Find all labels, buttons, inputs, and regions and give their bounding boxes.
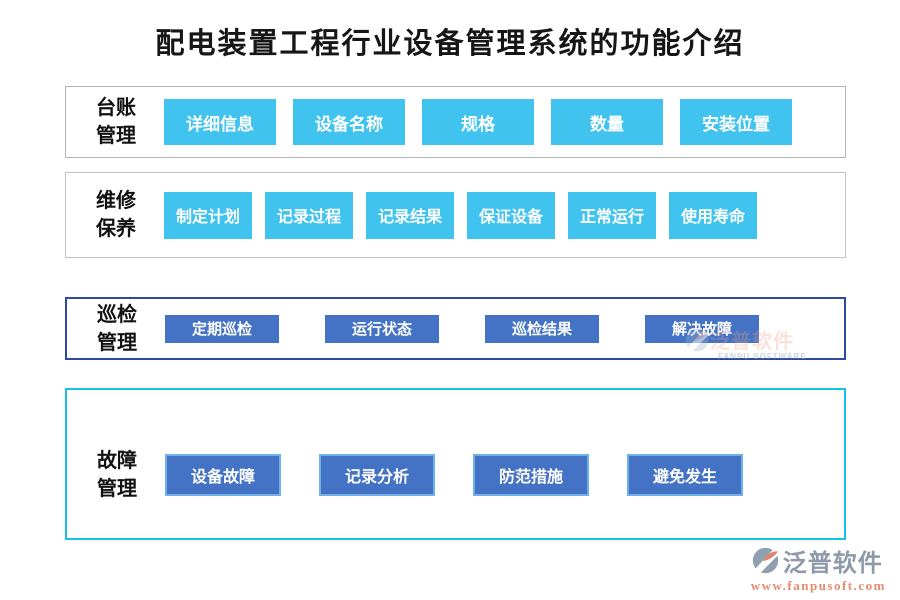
page-title: 配电装置工程行业设备管理系统的功能介绍 [155, 28, 745, 60]
brand-footer: 泛普软件 www.fanpusoft.com [751, 543, 886, 594]
section-label: 维修 保养 [96, 190, 136, 240]
maintenance-button-2[interactable]: 记录过程 [265, 191, 353, 239]
watermark-latin-text: FANPU SOFTWARE [718, 352, 807, 361]
maintenance-button-4[interactable]: 保证设备 [467, 191, 555, 239]
button-group: 详细信息设备名称规格数量安装位置 [164, 99, 845, 145]
section-fault-management: 故障 管理 设备故障记录分析防范措施避免发生 [65, 388, 846, 540]
ledger-button-4[interactable]: 数量 [551, 99, 663, 145]
ledger-button-1[interactable]: 详细信息 [164, 99, 276, 145]
maintenance-button-6[interactable]: 使用寿命 [669, 191, 757, 239]
section-ledger-management: 台账 管理 详细信息设备名称规格数量安装位置 [65, 86, 846, 158]
button-group: 定期巡检 运行状态 巡检结果 解决故障 [165, 314, 844, 343]
maintenance-button-3[interactable]: 记录结果 [366, 191, 454, 239]
button-group: 制定计划记录过程记录结果保证设备正常运行使用寿命 [164, 191, 845, 239]
inspection-button-4[interactable]: 解决故障 [645, 314, 759, 343]
section-inspection-management: 巡检 管理 定期巡检运行状态巡检结果解决故障 泛普软件 FANPU SOFTWA… [65, 297, 846, 361]
inspection-button-2[interactable]: 运行状态 [325, 314, 439, 343]
fault-button-4[interactable]: 避免发生 [627, 454, 743, 496]
section-label: 故障 管理 [97, 450, 137, 500]
fault-button-2[interactable]: 记录分析 [319, 454, 435, 496]
maintenance-button-1[interactable]: 制定计划 [164, 191, 252, 239]
fanpu-logo-icon [752, 547, 779, 575]
inspection-button-1[interactable]: 定期巡检 [165, 314, 279, 343]
ledger-button-2[interactable]: 设备名称 [293, 99, 405, 145]
fault-button-3[interactable]: 防范措施 [473, 454, 589, 496]
fault-button-1[interactable]: 设备故障 [165, 454, 281, 496]
ledger-button-3[interactable]: 规格 [422, 99, 534, 145]
button-group: 设备故障记录分析防范措施避免发生 [165, 454, 844, 496]
brand-name: 泛普软件 [782, 551, 883, 577]
ledger-button-5[interactable]: 安装位置 [680, 99, 792, 145]
section-label: 台账 管理 [96, 97, 136, 147]
inspection-button-3[interactable]: 巡检结果 [485, 314, 599, 343]
maintenance-button-5[interactable]: 正常运行 [568, 191, 656, 239]
section-maintenance: 维修 保养 制定计划记录过程记录结果保证设备正常运行使用寿命 [65, 172, 846, 258]
brand-url[interactable]: www.fanpusoft.com [750, 578, 886, 593]
section-label: 巡检 管理 [97, 303, 137, 354]
